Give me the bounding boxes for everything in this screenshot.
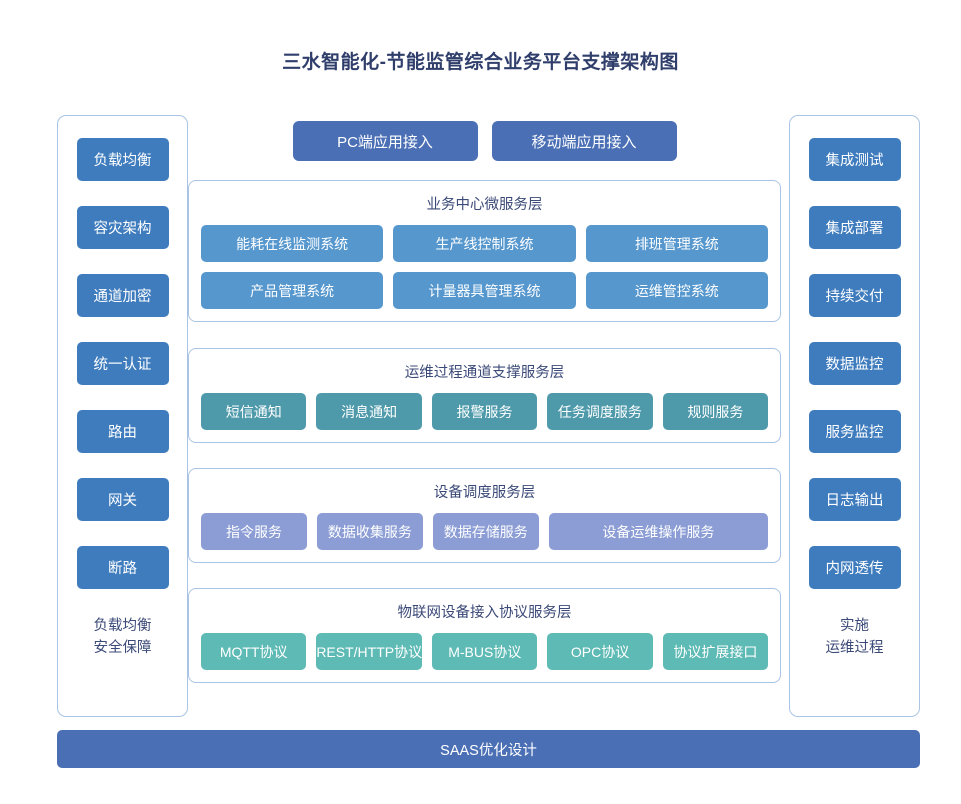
sidebar-item-right-2[interactable]: 持续交付 <box>808 274 901 317</box>
chip-device-0[interactable]: 指令服务 <box>201 513 307 550</box>
sidebar-item-left-6[interactable]: 断路 <box>76 546 169 589</box>
sidebar-item-left-0[interactable]: 负载均衡 <box>76 138 169 181</box>
sidebar-item-left-4[interactable]: 路由 <box>76 410 169 453</box>
layer-title-device: 设备调度服务层 <box>433 485 536 501</box>
sidebar-item-right-3[interactable]: 数据监控 <box>808 342 901 385</box>
chip-ops-0[interactable]: 短信通知 <box>201 393 307 430</box>
sidebar-item-right-5[interactable]: 日志输出 <box>808 478 901 521</box>
chip-ops-4[interactable]: 规则服务 <box>662 393 769 430</box>
chip-business-4[interactable]: 计量器具管理系统 <box>393 272 576 309</box>
application-access-row: PC端应用接入 移动端应用接入 <box>188 115 781 161</box>
chip-business-3[interactable]: 产品管理系统 <box>201 272 384 309</box>
left-capability-column: 负载均衡 容灾架构 通道加密 统一认证 路由 网关 断路 负载均衡 安全保障 <box>57 115 188 717</box>
sidebar-item-right-0[interactable]: 集成测试 <box>808 138 901 181</box>
chip-business-2[interactable]: 排班管理系统 <box>585 225 768 262</box>
right-capability-column: 集成测试 集成部署 持续交付 数据监控 服务监控 日志输出 内网透传 实施 运维… <box>789 115 920 717</box>
layer-business-microservice: 业务中心微服务层 能耗在线监测系统 生产线控制系统 排班管理系统 产品管理系统 … <box>188 180 781 322</box>
left-column-caption: 负载均衡 安全保障 <box>94 615 152 660</box>
sidebar-item-right-4[interactable]: 服务监控 <box>808 410 901 453</box>
sidebar-item-right-1[interactable]: 集成部署 <box>808 206 901 249</box>
chip-device-2[interactable]: 数据存储服务 <box>432 513 539 550</box>
chip-ops-1[interactable]: 消息通知 <box>316 393 422 430</box>
left-caption-line-1: 负载均衡 <box>93 618 152 634</box>
iot-row: MQTT协议 REST/HTTP协议 M-BUS协议 OPC协议 协议扩展接口 <box>201 633 769 670</box>
layer-iot-protocol-access: 物联网设备接入协议服务层 MQTT协议 REST/HTTP协议 M-BUS协议 … <box>188 588 781 683</box>
access-bar-mobile[interactable]: 移动端应用接入 <box>491 121 677 161</box>
right-caption-line-2: 运维过程 <box>825 640 884 657</box>
left-caption-line-2: 安全保障 <box>93 640 152 657</box>
chip-iot-3[interactable]: OPC协议 <box>547 633 653 670</box>
layer-title-iot: 物联网设备接入协议服务层 <box>397 605 572 621</box>
sidebar-item-right-6[interactable]: 内网透传 <box>808 546 901 589</box>
saas-optimization-bar[interactable]: SAAS优化设计 <box>57 730 920 768</box>
chip-ops-3[interactable]: 任务调度服务 <box>547 393 653 430</box>
layer-device-scheduling: 设备调度服务层 指令服务 数据收集服务 数据存储服务 设备运维操作服务 <box>188 468 781 563</box>
ops-row: 短信通知 消息通知 报警服务 任务调度服务 规则服务 <box>201 393 769 430</box>
sidebar-item-left-1[interactable]: 容灾架构 <box>76 206 169 249</box>
business-row-2: 产品管理系统 计量器具管理系统 运维管控系统 <box>201 272 768 309</box>
sidebar-item-left-2[interactable]: 通道加密 <box>76 274 169 317</box>
chip-ops-2[interactable]: 报警服务 <box>431 393 538 430</box>
access-bar-pc[interactable]: PC端应用接入 <box>292 121 478 161</box>
chip-device-3[interactable]: 设备运维操作服务 <box>548 513 769 550</box>
sidebar-item-left-5[interactable]: 网关 <box>76 478 169 521</box>
chip-iot-4[interactable]: 协议扩展接口 <box>662 633 769 670</box>
right-column-caption: 实施 运维过程 <box>826 615 884 660</box>
chip-business-5[interactable]: 运维管控系统 <box>585 272 768 309</box>
chip-business-0[interactable]: 能耗在线监测系统 <box>201 225 384 262</box>
right-caption-line-1: 实施 <box>840 618 869 634</box>
business-row-1: 能耗在线监测系统 生产线控制系统 排班管理系统 <box>201 225 768 262</box>
chip-iot-0[interactable]: MQTT协议 <box>201 633 307 670</box>
chip-iot-1[interactable]: REST/HTTP协议 <box>316 633 423 670</box>
layer-title-business: 业务中心微服务层 <box>426 197 543 213</box>
layer-ops-channel-support: 运维过程通道支撑服务层 短信通知 消息通知 报警服务 任务调度服务 规则服务 <box>188 348 781 443</box>
chip-device-1[interactable]: 数据收集服务 <box>316 513 423 550</box>
chip-iot-2[interactable]: M-BUS协议 <box>432 633 538 670</box>
chip-business-1[interactable]: 生产线控制系统 <box>393 225 576 262</box>
layer-title-ops: 运维过程通道支撑服务层 <box>404 365 565 381</box>
center-stack: PC端应用接入 移动端应用接入 业务中心微服务层 能耗在线监测系统 生产线控制系… <box>188 115 781 717</box>
page-title: 三水智能化-节能监管综合业务平台支撑架构图 <box>282 52 679 73</box>
device-row: 指令服务 数据收集服务 数据存储服务 设备运维操作服务 <box>201 513 769 550</box>
sidebar-item-left-3[interactable]: 统一认证 <box>76 342 169 385</box>
